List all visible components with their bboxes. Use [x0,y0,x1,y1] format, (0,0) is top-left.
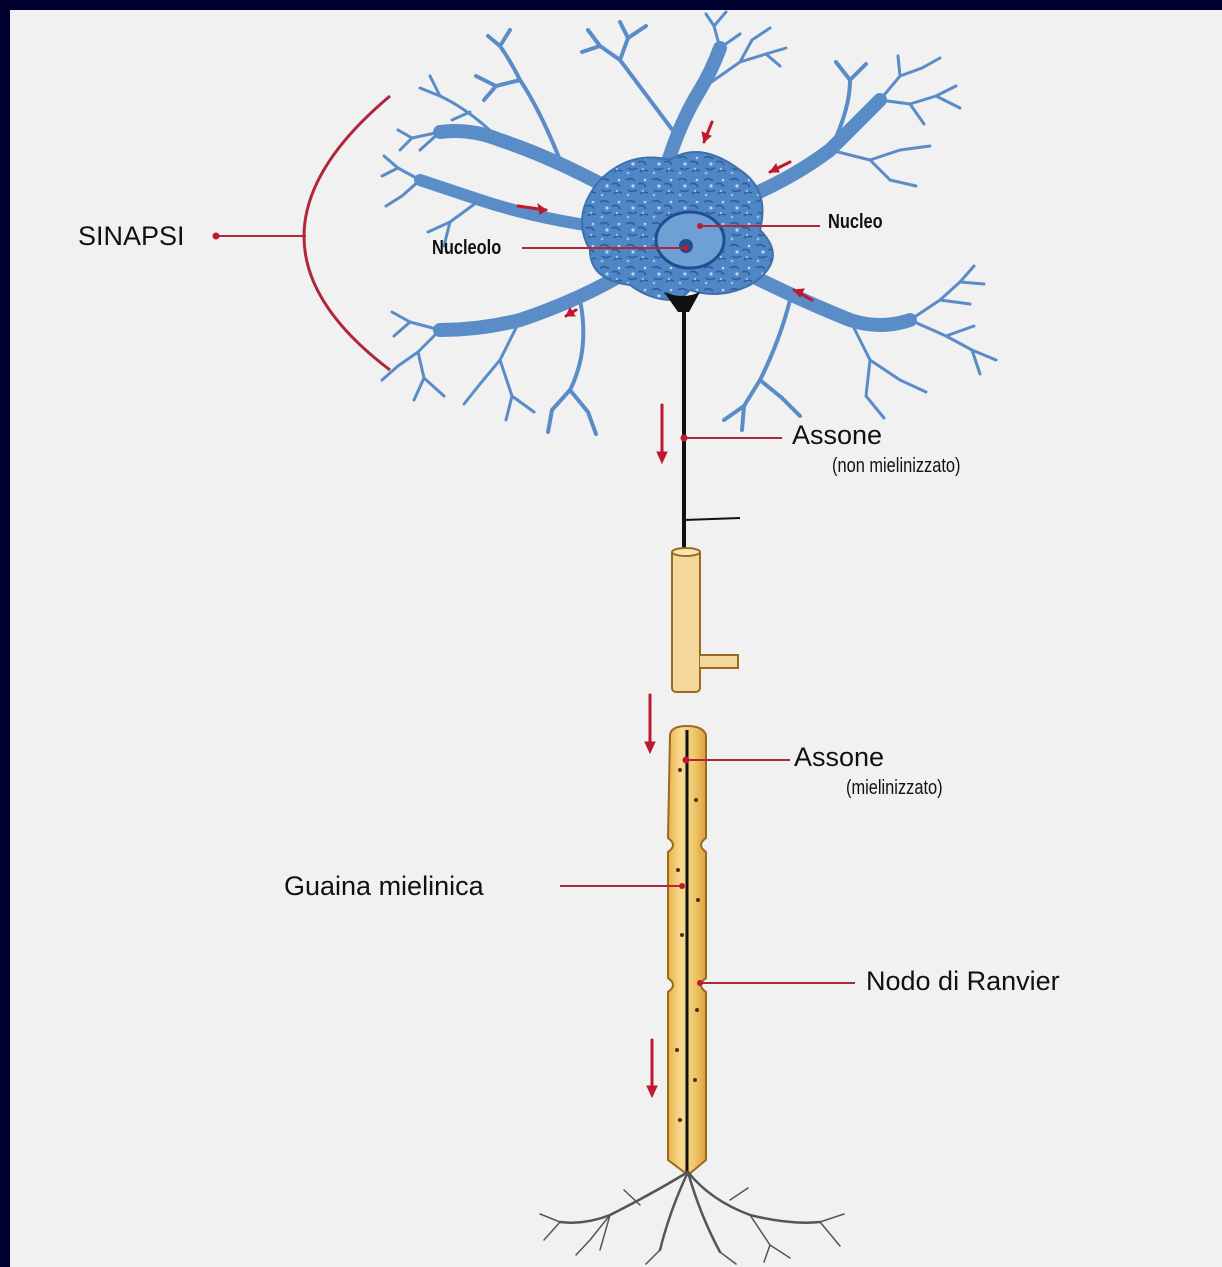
myelin-segment-top [672,548,738,692]
label-assone-non-mielinizzato: Assone [792,422,882,449]
myelinated-axon [668,726,706,1175]
label-nucleo: Nucleo [828,212,883,232]
label-nucleolo: Nucleolo [432,238,501,258]
synapse-arc [304,96,390,370]
nucleus [656,212,724,268]
label-guaina-mielinica: Guaina mielinica [284,873,484,900]
axon-terminals [540,1172,844,1264]
axon-collateral [684,518,740,520]
label-assone-mielinizzato-sub: (mielinizzato) [846,778,943,798]
leader-lines [216,226,855,983]
label-assone-non-mielinizzato-sub: (non mielinizzato) [832,456,961,476]
label-sinapsi: SINAPSI [78,223,185,250]
label-assone-mielinizzato: Assone [794,744,884,771]
label-nodo-di-ranvier: Nodo di Ranvier [866,968,1060,995]
